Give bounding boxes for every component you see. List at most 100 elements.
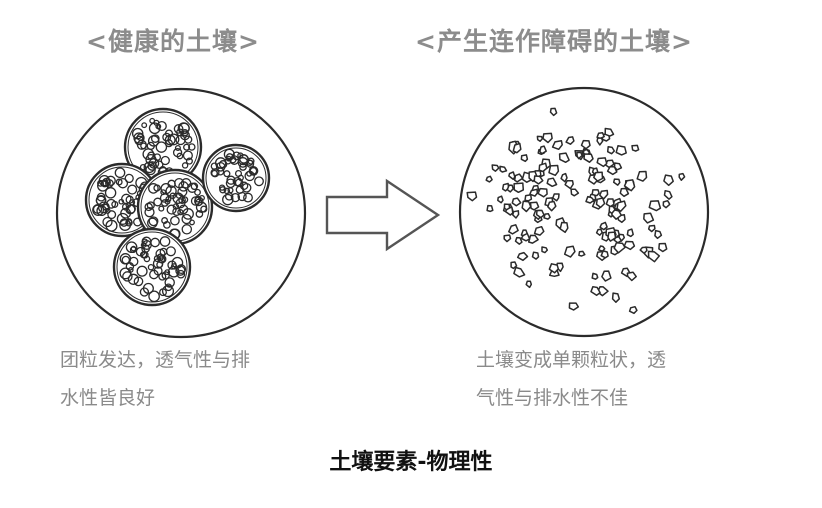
healthy-soil-illustration [55, 87, 307, 339]
soil-grain [578, 250, 586, 257]
soil-grain [513, 266, 526, 278]
soil-grain [547, 200, 557, 212]
soil-grain [511, 197, 522, 207]
soil-grain [516, 251, 529, 262]
soil-grain [548, 164, 560, 177]
caption-healthy-line2: 水性皆良好 [60, 387, 156, 409]
soil-grain [513, 182, 525, 194]
soil-grain [508, 224, 519, 235]
soil-grain [606, 145, 616, 155]
soil-grain [662, 199, 671, 209]
soil-grain [466, 191, 478, 202]
soil-aggregate [112, 227, 192, 307]
single-grains [466, 107, 686, 315]
soil-grain [551, 140, 563, 151]
soil-grain [619, 187, 630, 198]
soil-grain [678, 172, 686, 181]
soil-grain [533, 175, 544, 185]
soil-grain [626, 271, 637, 282]
soil-grain [531, 251, 540, 260]
soil-grain [612, 178, 621, 186]
soil-grain [623, 179, 636, 192]
soil-grain [580, 139, 591, 150]
soil-grain [539, 145, 547, 155]
soil-grain [558, 152, 570, 164]
soil-grain [593, 171, 604, 182]
soil-grain [552, 193, 560, 202]
soil-grain [506, 184, 514, 193]
soil-grain [559, 221, 569, 234]
soil-grain [520, 154, 529, 163]
soil-grain [491, 164, 500, 172]
soil-grain [565, 136, 575, 145]
soil-grain [639, 246, 648, 255]
caption-healthy: 团粒发达，透气性与排 水性皆良好 [60, 341, 308, 417]
soil-grain [564, 179, 574, 190]
soil-grain [513, 173, 524, 183]
caption-impaired-line1: 土壤变成单颗粒状，透 [476, 349, 667, 371]
soil-grain [591, 272, 599, 280]
soil-grain [590, 285, 601, 297]
impaired-soil-illustration [458, 86, 710, 338]
soil-grain [536, 135, 544, 142]
soil-grain [608, 205, 616, 215]
soil-grain [529, 201, 540, 211]
soil-grain [537, 187, 548, 198]
healthy-soil-outline [55, 87, 307, 339]
soil-grain [607, 231, 617, 242]
impaired-soil-outline [458, 86, 710, 338]
soil-grain [486, 204, 494, 213]
soil-grain [628, 305, 638, 315]
soil-grain [529, 188, 539, 197]
soil-grain [596, 157, 608, 168]
soil-grain [631, 144, 640, 152]
soil-grain [643, 212, 655, 224]
soil-grain [599, 221, 608, 231]
soil-grain [599, 189, 609, 200]
soil-aggregate [201, 143, 271, 213]
soil-grain [541, 246, 549, 254]
soil-grain [520, 232, 531, 242]
soil-grain [533, 225, 545, 236]
soil-grain [549, 107, 558, 117]
soil-grain [485, 175, 493, 183]
caption-healthy-line1: 团粒发达，透气性与排 [60, 349, 251, 371]
caption-impaired: 土壤变成单颗粒状，透 气性与排水性不佳 [476, 341, 726, 417]
soil-grain [647, 224, 656, 233]
soil-grain [658, 242, 668, 253]
soil-grain [548, 263, 560, 274]
soil-grain [636, 170, 648, 182]
soil-grain [615, 145, 627, 156]
soil-grain [560, 172, 568, 183]
soil-grain [538, 162, 548, 173]
soil-grain [611, 292, 621, 303]
soil-grain [647, 250, 661, 263]
soil-grain [623, 240, 636, 251]
soil-grain [613, 162, 623, 171]
soil-grain [596, 137, 604, 146]
soil-grain [503, 234, 512, 243]
soil-grain [601, 270, 612, 282]
soil-grain [514, 236, 523, 245]
soil-grain [616, 200, 627, 213]
soil-grain [499, 165, 508, 173]
soil-grain [626, 228, 634, 238]
soil-grain [525, 280, 533, 289]
heading-healthy-soil: <健康的土壤> [86, 27, 260, 56]
soil-grain [663, 174, 674, 187]
soil-grain [568, 302, 580, 311]
heading-impaired-soil: <产生连作障碍的土壤> [415, 27, 693, 56]
soil-grain [508, 171, 516, 181]
soil-grain [605, 198, 615, 208]
soil-grain [542, 132, 553, 144]
soil-grain [585, 195, 595, 204]
soil-grain [546, 177, 558, 188]
soil-grain [570, 188, 580, 197]
soil-grain [613, 242, 626, 254]
soil-grain [576, 151, 583, 160]
soil-grain [521, 200, 532, 213]
soil-grain [511, 210, 520, 219]
soil-grain [604, 127, 615, 137]
soil-grain [600, 250, 609, 259]
soil-grain [510, 261, 518, 270]
